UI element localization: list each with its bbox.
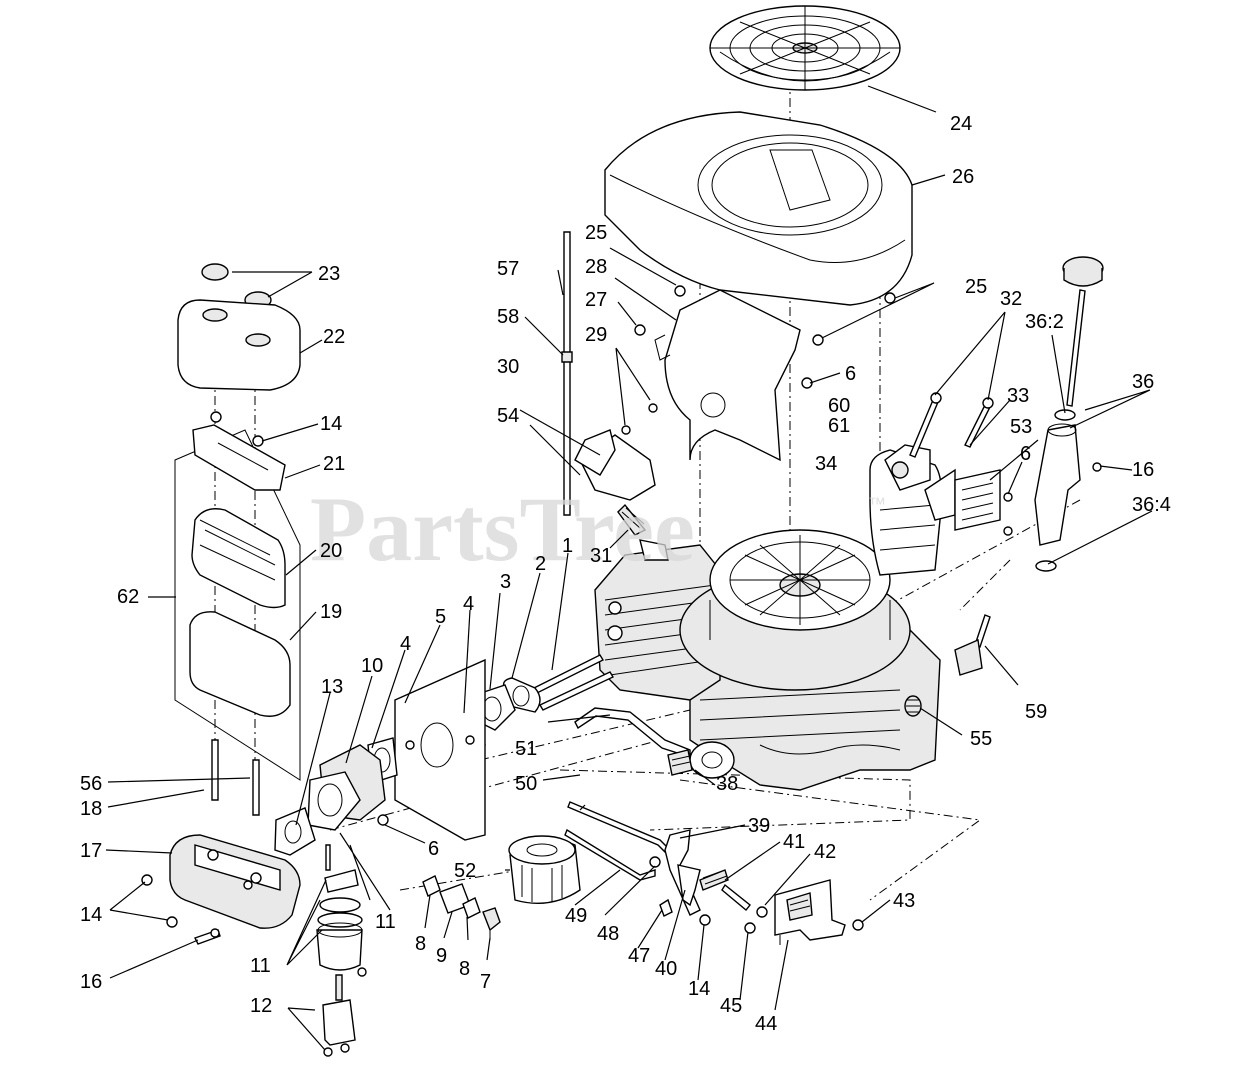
callout-25: 25: [585, 222, 607, 244]
throttle-bracket: [744, 879, 864, 945]
callout-45: 45: [720, 995, 742, 1017]
svg-text:™: ™: [868, 494, 886, 514]
callout-28: 28: [585, 256, 607, 278]
callout-29: 29: [585, 324, 607, 346]
callout-13: 13: [321, 676, 343, 698]
oil-plug: [904, 695, 922, 717]
starter-motor: [869, 444, 956, 576]
callout-53: 53: [1010, 416, 1032, 438]
callout-21: 21: [323, 453, 345, 475]
callout-labels: 24 26 25 57 28 23 27 25 32 58 36:2 22 29…: [80, 113, 1171, 1035]
rectifier: [954, 469, 1001, 531]
callout-60: 60: [828, 395, 850, 417]
callout-36-4: 36:4: [1132, 494, 1171, 516]
intake-studs: [394, 654, 614, 841]
callout-6c: 6: [428, 838, 439, 860]
callout-57: 57: [497, 258, 519, 280]
callout-52: 52: [454, 860, 476, 882]
callout-24: 24: [950, 113, 972, 135]
callout-26: 26: [952, 166, 974, 188]
callout-14a: 14: [320, 413, 342, 435]
callout-38: 38: [716, 773, 738, 795]
callout-36-2: 36:2: [1025, 311, 1064, 333]
grille-screen: [709, 5, 901, 91]
shroud-screws: [621, 285, 1102, 536]
callout-33: 33: [1007, 385, 1029, 407]
callout-7: 7: [480, 971, 491, 993]
fuel-line: [574, 707, 691, 758]
governor-linkage: [564, 801, 751, 926]
callout-25b: 25: [965, 276, 987, 298]
callout-18: 18: [80, 798, 102, 820]
callout-4a: 4: [463, 593, 474, 615]
callout-49: 49: [565, 905, 587, 927]
callout-2: 2: [535, 553, 546, 575]
callout-3: 3: [500, 571, 511, 593]
callout-43: 43: [893, 890, 915, 912]
callout-8b: 8: [459, 958, 470, 980]
callout-1: 1: [562, 535, 573, 557]
callout-8a: 8: [415, 933, 426, 955]
fuel-fittings: [377, 814, 501, 940]
callout-32: 32: [1000, 288, 1022, 310]
callout-59: 59: [1025, 701, 1047, 723]
blower-housing: [604, 111, 913, 306]
callout-55: 55: [970, 728, 992, 750]
callout-62: 62: [117, 586, 139, 608]
callout-51: 51: [515, 738, 537, 760]
callout-16a: 16: [1132, 459, 1154, 481]
cylinder-shroud: [654, 289, 801, 462]
callout-23: 23: [318, 263, 340, 285]
callout-20: 20: [320, 540, 342, 562]
callout-5: 5: [435, 606, 446, 628]
callout-30: 30: [497, 356, 519, 378]
callout-22: 22: [323, 326, 345, 348]
air-cleaner-assembly: [141, 263, 301, 945]
callout-54: 54: [497, 405, 519, 427]
watermark: PartsTree ™: [310, 478, 886, 580]
ignition-parts: [561, 231, 669, 561]
callout-6b: 6: [1020, 443, 1031, 465]
wire-connector: [954, 614, 991, 676]
callout-41: 41: [783, 831, 805, 853]
callout-4b: 4: [400, 633, 411, 655]
callout-14b: 14: [80, 904, 102, 926]
callout-11b: 11: [250, 955, 271, 977]
callout-6a: 6: [845, 363, 856, 385]
flywheel: [679, 529, 911, 691]
fuel-bowl: [316, 844, 367, 1057]
oil-fitting: [667, 741, 735, 779]
callout-42: 42: [814, 841, 836, 863]
callout-27: 27: [585, 289, 607, 311]
callout-10: 10: [361, 655, 383, 677]
callout-44: 44: [755, 1013, 777, 1035]
callout-14c: 14: [688, 978, 710, 1000]
callout-12: 12: [250, 995, 272, 1017]
callout-31: 31: [590, 545, 612, 567]
svg-text:PartsTree: PartsTree: [310, 478, 695, 580]
callout-36: 36: [1132, 371, 1154, 393]
callout-40: 40: [655, 958, 677, 980]
callout-9: 9: [436, 945, 447, 967]
callout-16b: 16: [80, 971, 102, 993]
leader-lines: [105, 85, 1153, 1051]
callout-19: 19: [320, 601, 342, 623]
callout-48: 48: [597, 923, 619, 945]
carburetor: [274, 737, 398, 856]
callout-56: 56: [80, 773, 102, 795]
callout-61: 61: [828, 415, 850, 437]
callout-39: 39: [748, 815, 770, 837]
callout-17: 17: [80, 840, 102, 862]
callout-11a: 11: [375, 911, 396, 933]
callout-47: 47: [628, 945, 650, 967]
starter-bolts: [909, 392, 994, 458]
callout-50: 50: [515, 773, 537, 795]
oil-filter: [508, 835, 581, 905]
callout-58: 58: [497, 306, 519, 328]
dipstick-tube: [1034, 256, 1104, 572]
callout-34: 34: [815, 453, 837, 475]
